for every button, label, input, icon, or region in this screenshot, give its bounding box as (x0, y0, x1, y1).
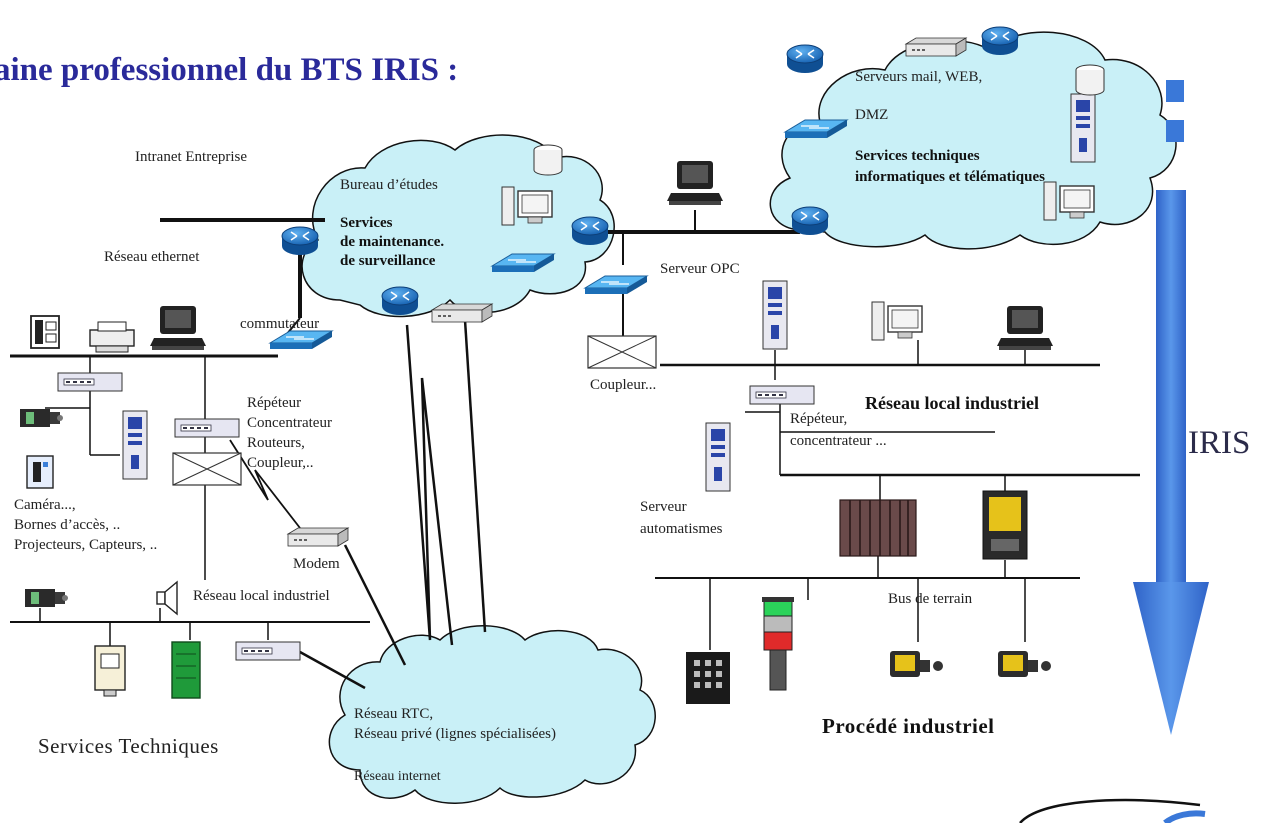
plc-icon (839, 499, 917, 557)
serveur-automatismes-label: Serveur (640, 499, 687, 515)
desktop-icon (871, 301, 923, 341)
camera-icon (890, 651, 943, 677)
rtc-cloud (328, 625, 656, 804)
signal-tower-icon (762, 597, 794, 691)
repeteur-label: concentrateur ... (790, 433, 887, 449)
services-techniques-label: Services Techniques (38, 734, 219, 758)
repeteur-label: Répéteur (247, 395, 302, 411)
modem-label: Modem (293, 556, 340, 572)
pc-icon (997, 306, 1053, 350)
procede-label: Procédé industriel (822, 714, 995, 738)
page-title: aine professionnel du BTS IRIS : (0, 52, 459, 88)
hub-icon (57, 372, 123, 392)
rtc-label: Réseau privé (lignes spécialisées) (354, 726, 557, 742)
router-icon (791, 206, 829, 236)
coupleur-label: Coupleur... (590, 377, 657, 393)
router-icon (281, 226, 319, 256)
rtc-label: Réseau RTC, (354, 706, 434, 722)
keypad-icon (686, 652, 730, 704)
camera-label: Projecteurs, Capteurs, .. (14, 537, 158, 553)
serveurs-mail-label: Serveurs mail, WEB, (855, 69, 983, 85)
intranet-label: Intranet Entreprise (135, 149, 248, 165)
database-icon (533, 144, 563, 176)
coupler-icon (587, 335, 657, 369)
server-icon (762, 280, 788, 350)
operator-panel-icon (982, 490, 1028, 560)
reseau-local-label: Réseau local industriel (193, 588, 330, 604)
camera-label: Caméra..., (14, 497, 76, 513)
modem-icon (431, 303, 493, 323)
dmz-label: DMZ (855, 107, 889, 123)
server-icon (1070, 93, 1096, 163)
camera-icon (20, 409, 63, 427)
speaker-icon (156, 580, 178, 616)
coupler-icon (172, 452, 242, 486)
pc-icon (667, 161, 723, 205)
camera-icon (25, 589, 68, 607)
services-label: Services (340, 215, 393, 231)
repeteur-label: Concentrateur (247, 415, 332, 431)
network-links (10, 210, 1206, 823)
bus-terrain-label: Bus de terrain (888, 591, 973, 607)
modem-icon (287, 527, 349, 547)
repeteur-label: Coupleur,.. (247, 455, 314, 471)
database-icon (1075, 64, 1105, 96)
terminal-icon (94, 645, 126, 697)
server-icon (705, 422, 731, 492)
router-icon (786, 44, 824, 74)
hub-icon (749, 385, 815, 405)
printer-icon (89, 321, 135, 353)
dmz-cloud (769, 31, 1177, 250)
hub-icon (174, 418, 240, 438)
arrow-tab-mid (1166, 120, 1184, 142)
services-label: de maintenance. (340, 234, 445, 250)
serveur-automatismes-label: automatismes (640, 521, 723, 537)
pc-icon (150, 306, 206, 350)
green-cabinet-icon (171, 641, 201, 699)
modem-icon (905, 37, 967, 57)
repeteur-label: Répéteur, (790, 411, 848, 427)
serveur-opc-label: Serveur OPC (660, 261, 740, 277)
router-icon (381, 286, 419, 316)
commutateur-label: commutateur (240, 316, 320, 332)
telephone-icon (30, 315, 60, 349)
router-icon (571, 216, 609, 246)
arrow-tab-top (1166, 80, 1184, 102)
ethernet-label: Réseau ethernet (104, 249, 200, 265)
hub-icon (235, 641, 301, 661)
services-techniques-info-label: Services techniques (855, 148, 980, 164)
bureau-label: Bureau d’études (340, 177, 438, 193)
iris-label: IRIS (1188, 425, 1251, 461)
repeteur-label: Routeurs, (247, 435, 305, 451)
switch-icon (584, 275, 648, 295)
router-icon (981, 26, 1019, 56)
server-icon (122, 410, 148, 480)
iris-arrow (1133, 190, 1209, 735)
camera-label: Bornes d’accès, .. (14, 517, 121, 533)
reseau-local-label: Réseau local industriel (865, 393, 1039, 413)
services-label: de surveillance (340, 253, 436, 269)
internet-label: Réseau internet (354, 769, 441, 784)
services-techniques-info-label: informatiques et télématiques (855, 169, 1045, 185)
access-terminal-icon (26, 455, 54, 489)
camera-icon (998, 651, 1051, 677)
